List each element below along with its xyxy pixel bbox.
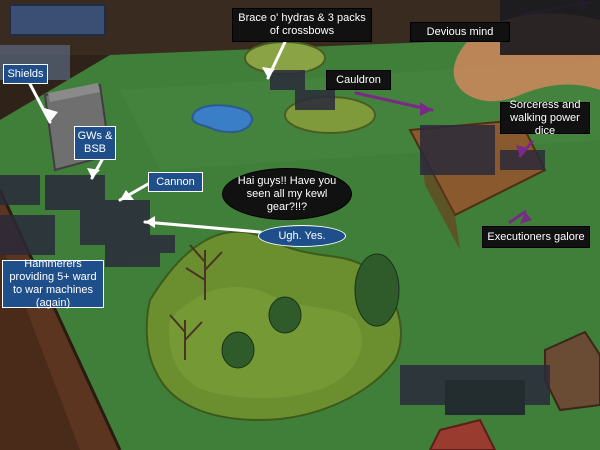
label-hammerers: Hammerers providing 5+ ward to war machi… <box>2 258 104 309</box>
label-executioners: Executioners galore <box>482 226 590 248</box>
label-cannon-text: Cannon <box>156 175 195 188</box>
label-brace: Brace o' hydras & 3 packs of crossbows <box>232 8 372 42</box>
label-gws-bsb-text: GWs & BSB <box>77 130 113 155</box>
label-brace-text: Brace o' hydras & 3 packs of crossbows <box>238 12 366 37</box>
label-shields-text: Shields <box>7 67 44 80</box>
label-cannon: Cannon <box>148 172 203 192</box>
label-hammerers-text: Hammerers providing 5+ ward to war machi… <box>9 258 97 309</box>
label-devious-mind-text: Devious mind <box>426 25 494 38</box>
speech-bubble-ugh-text: Ugh. Yes. <box>278 229 326 242</box>
label-shields: Shields <box>3 64 48 84</box>
label-cauldron-text: Cauldron <box>336 73 381 86</box>
speech-bubble-hai: Hai guys!! Have you seen all my kewl gea… <box>222 168 352 220</box>
label-cauldron: Cauldron <box>326 70 391 90</box>
label-sorceress: Sorceress and walking power dice <box>500 99 590 137</box>
label-executioners-text: Executioners galore <box>487 230 585 243</box>
speech-bubble-hai-text: Hai guys!! Have you seen all my kewl gea… <box>237 174 337 213</box>
label-gws-bsb: GWs & BSB <box>74 126 116 160</box>
label-sorceress-text: Sorceress and walking power dice <box>509 98 581 137</box>
speech-bubble-ugh: Ugh. Yes. <box>258 225 346 247</box>
label-devious-mind: Devious mind <box>410 22 510 42</box>
